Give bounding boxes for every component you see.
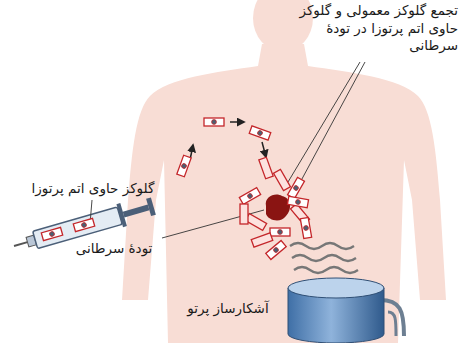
- glucose-molecule: [41, 227, 62, 240]
- glucose-molecule: [266, 241, 286, 260]
- body-silhouette: [122, 0, 446, 343]
- glucose-molecule: [251, 233, 273, 247]
- radioactive-atom: [181, 163, 187, 169]
- glucose-molecule: [204, 118, 224, 126]
- molecule-body: [239, 188, 260, 205]
- radioactive-atom: [293, 185, 300, 192]
- radioactive-atom: [257, 130, 263, 136]
- radioactive-atom: [247, 193, 254, 200]
- radioactive-atom: [212, 120, 217, 125]
- callout-label: آشکارساز پرتو: [172, 300, 284, 318]
- molecule-body: [300, 217, 311, 238]
- molecule-body: [288, 177, 305, 198]
- molecule-body: [240, 204, 248, 224]
- molecule-body: [177, 155, 191, 177]
- molecule-body: [41, 227, 62, 240]
- callout-label: گلوکز حاوی اتم پرتوزا: [18, 180, 168, 198]
- glucose-molecule: [177, 155, 191, 177]
- glucose-molecule: [249, 126, 271, 140]
- molecule-body: [249, 126, 271, 140]
- callout-label: تجمع گلوکز معمولی و گلوکز حاوی اتم پرتوز…: [296, 2, 458, 55]
- glucose-molecule: [300, 217, 311, 238]
- glucose-molecule: [239, 188, 260, 205]
- molecule-body: [204, 118, 224, 126]
- molecule-body: [274, 169, 291, 190]
- tumor-mass: [266, 194, 290, 220]
- radioactive-atom: [303, 225, 309, 231]
- glucose-molecule: [259, 157, 273, 179]
- glucose-molecule: [274, 169, 291, 190]
- radioactive-atom: [273, 247, 280, 254]
- radioactive-atom: [295, 199, 301, 205]
- glucose-molecule: [288, 177, 305, 198]
- leader-lines: [90, 62, 365, 238]
- radioactive-atom: [81, 222, 87, 228]
- molecule-body: [266, 241, 286, 260]
- molecule-body: [73, 218, 94, 231]
- molecule-body: [270, 228, 290, 236]
- callout-label: تودهٔ سرطانی: [64, 240, 164, 258]
- molecule-body: [287, 196, 308, 207]
- glucose-molecule: [287, 196, 308, 207]
- radioactive-atom: [49, 231, 55, 237]
- radiation-detector: [288, 278, 404, 343]
- molecule-body: [259, 157, 273, 179]
- glucose-molecule: [270, 228, 290, 236]
- glucose-molecule: [240, 204, 248, 224]
- molecule-body: [251, 233, 273, 247]
- glucose-molecule: [73, 218, 94, 231]
- radiation-waves: [290, 243, 358, 273]
- radioactive-atom: [278, 230, 283, 235]
